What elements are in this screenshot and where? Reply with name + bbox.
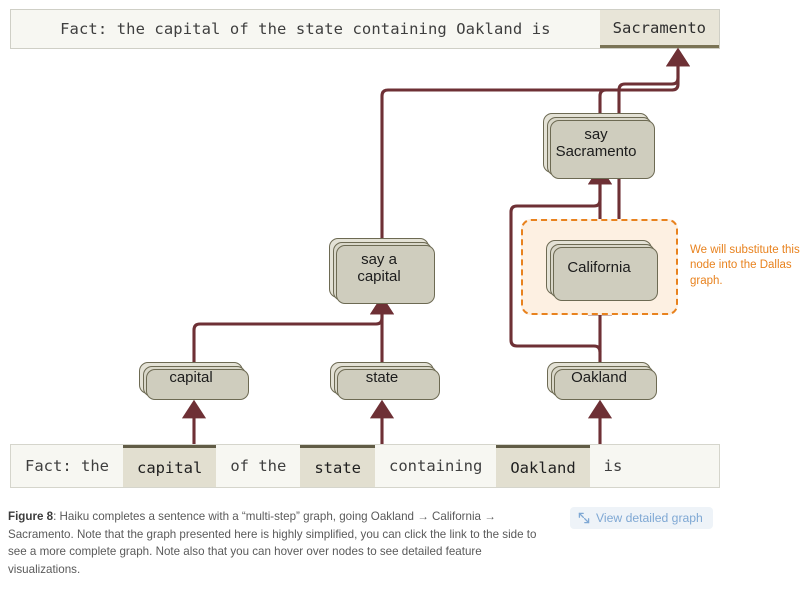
figure-caption: Figure 8: Haiku completes a sentence wit… <box>8 508 553 578</box>
figure-label: Figure 8 <box>8 510 54 523</box>
token-state[interactable]: state <box>300 445 375 487</box>
completion-token[interactable]: Sacramento <box>599 10 719 48</box>
node-label-line1: say <box>584 125 608 143</box>
figure-caption-text: : Haiku completes a sentence with a “mul… <box>8 510 537 576</box>
edge-say-sacramento-to-output <box>598 47 691 115</box>
view-detailed-graph-link[interactable]: View detailed graph <box>570 507 713 529</box>
node-label: capital <box>169 369 213 387</box>
node-label: state <box>365 369 399 387</box>
graph-node-say-sacramento[interactable]: say Sacramento <box>543 113 655 179</box>
token-is[interactable]: is <box>603 457 623 475</box>
graph-node-capital[interactable]: capital <box>139 362 249 400</box>
node-label: California <box>567 258 631 276</box>
edge-capital-to-say-a-capital <box>192 295 395 364</box>
graph-node-say-a-capital[interactable]: say a capital <box>329 238 435 304</box>
node-label: say Sacramento <box>556 126 637 161</box>
node-label-line2: capital <box>357 268 401 285</box>
token-fact-the[interactable]: Fact: the <box>25 457 109 475</box>
prompt-completion-bar: Fact: the capital of the state containin… <box>10 9 720 49</box>
node-label: say a capital <box>357 251 400 286</box>
sentence-token-strip: Fact: the capital of the state containin… <box>10 444 720 488</box>
view-detailed-graph-label: View detailed graph <box>596 511 703 525</box>
token-of-the[interactable]: of the <box>230 457 287 475</box>
expand-diagonal-icon <box>578 512 590 524</box>
graph-node-california[interactable]: California <box>546 240 658 301</box>
prompt-text: Fact: the capital of the state containin… <box>11 10 600 48</box>
graph-node-state[interactable]: state <box>330 362 440 400</box>
node-label-line1: say a <box>361 250 397 268</box>
node-label: Oakland <box>571 369 627 387</box>
substitution-annotation-text: We will substitute this node into the Da… <box>690 244 800 287</box>
node-label-line2: Sacramento <box>555 143 637 160</box>
token-containing[interactable]: containing <box>389 457 483 475</box>
token-capital[interactable]: capital <box>123 445 217 487</box>
token-oakland[interactable]: Oakland <box>496 445 590 487</box>
graph-node-oakland[interactable]: Oakland <box>547 362 657 400</box>
